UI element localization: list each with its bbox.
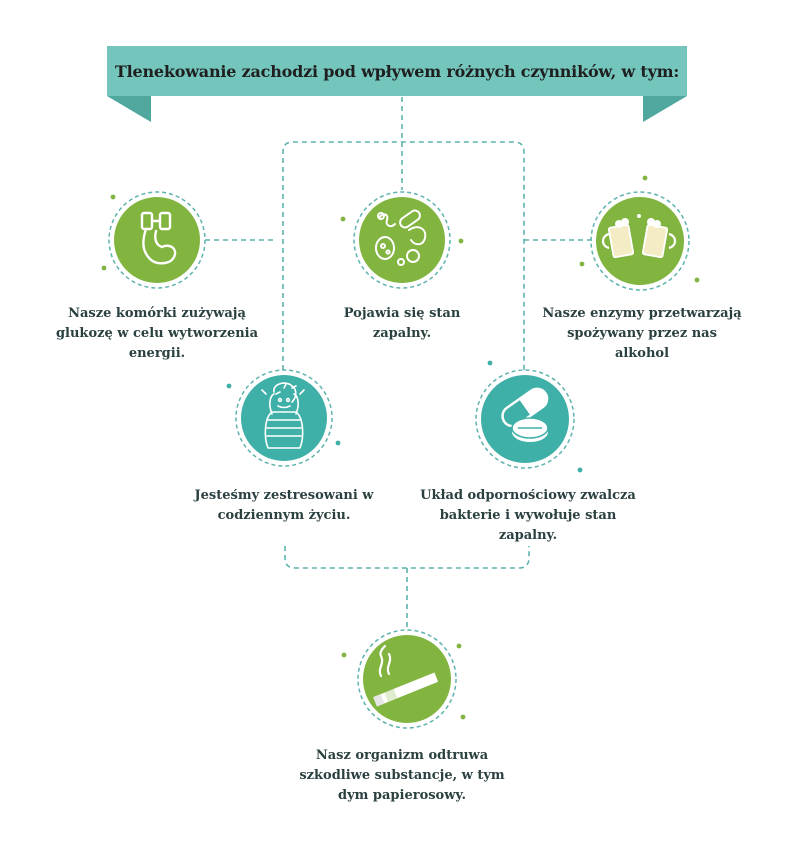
stressed-person-icon [234,368,334,468]
dot [335,440,341,446]
bacteria-icon [345,190,459,290]
dot [226,383,232,389]
dot [340,216,346,222]
cigarette-icon [355,628,459,730]
banner-body: Tlenekowanie zachodzi pod wpływem różnyc… [107,46,687,96]
pills-icon [474,368,576,470]
title-banner: Tlenekowanie zachodzi pod wpływem różnyc… [107,46,687,122]
dot [577,467,583,473]
factor-node-smoke [355,628,459,730]
dot [579,261,585,267]
connector-bottom-bracket [284,546,530,569]
factor-node-alcohol [589,190,691,292]
dot [694,277,700,283]
dot [460,714,466,720]
banner-fold-right [643,96,687,122]
factor-node-inflammation [345,190,459,290]
factor-node-immune [474,368,576,470]
dot [487,360,493,366]
beer-mugs-icon [589,190,691,292]
banner-title: Tlenekowanie zachodzi pod wpływem różnyc… [114,61,680,81]
dot [341,652,347,658]
dot [456,643,462,649]
connector-top-bracket [282,141,525,370]
factor-label-smoke: Nasz organizm odtruwa szkodliwe substanc… [299,748,505,803]
dot [642,175,648,181]
banner-ribbon-folds [107,96,687,122]
dot [110,194,116,200]
banner-fold-left [107,96,151,122]
dot [101,265,107,271]
factor-label-immune: Układ odpornościowy zwalcza bakterie i w… [420,488,636,543]
factor-label-stress: Jesteśmy zestresowani w codziennym życiu… [194,488,374,523]
factor-node-stress [234,368,334,468]
factor-label-inflammation: Pojawia się stan zapalny. [343,306,461,341]
dumbbell-arm-icon [98,189,216,289]
factor-node-energy [98,189,216,289]
factor-label-alcohol: Nasze enzymy przetwarzają spożywany prze… [542,306,742,361]
factor-label-energy: Nasze komórki zużywają glukozę w celu wy… [55,306,259,361]
dot [458,238,464,244]
